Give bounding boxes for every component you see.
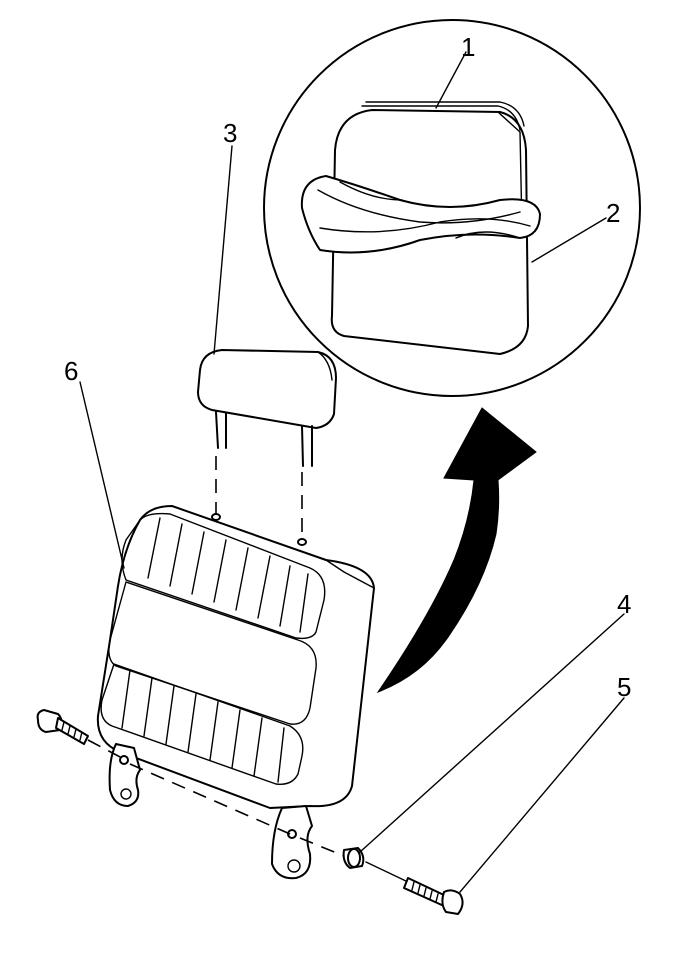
callout-2: 2 (606, 198, 620, 228)
washer (299, 837, 409, 883)
detail-inset (263, 19, 641, 397)
direction-arrow (376, 407, 537, 694)
leader-6 (79, 381, 125, 569)
hinge-bracket-left (108, 743, 141, 807)
leader-2 (531, 217, 607, 263)
headrest-post-left (215, 411, 227, 449)
headrest (197, 349, 337, 538)
callout-1: 1 (461, 32, 475, 62)
bolt-right (403, 877, 464, 915)
callout-6: 6 (64, 356, 78, 386)
callout-4: 4 (617, 589, 631, 619)
bolt-left (36, 709, 291, 835)
headrest-post-right (301, 425, 313, 467)
callout-3: 3 (223, 118, 237, 148)
seat-back (96, 505, 375, 809)
callout-5: 5 (617, 672, 631, 702)
hinge-bracket-right (271, 805, 313, 880)
detail-circle (263, 19, 641, 397)
detail-wrap (300, 175, 541, 254)
leader-1 (435, 51, 467, 109)
leader-3 (213, 145, 233, 355)
leader-4 (359, 613, 625, 853)
leader-5 (459, 697, 625, 893)
